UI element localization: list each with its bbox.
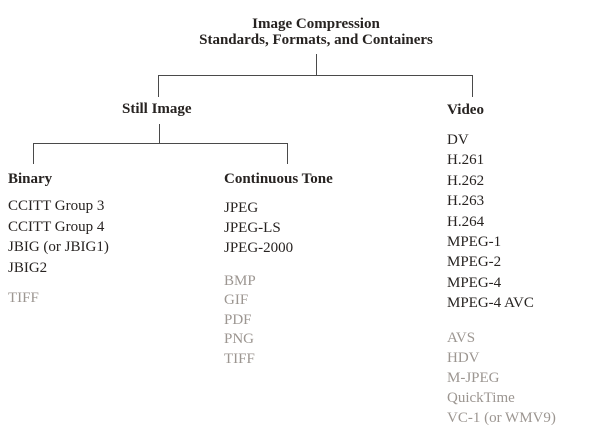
list-item: TIFF — [8, 290, 39, 306]
diagram-title-line2: Standards, Formats, and Containers — [199, 31, 433, 48]
connector-drop-binary — [33, 143, 34, 164]
list-item: CCITT Group 4 — [8, 218, 105, 235]
connector-still-image-stem — [159, 124, 160, 143]
list-item: H.264 — [447, 213, 485, 230]
list-item: DV — [447, 132, 469, 148]
list-item: JPEG-LS — [224, 220, 281, 236]
binary-standards-list: CCITT Group 3 CCITT Group 4 JBIG (or JBIG1… — [8, 196, 109, 278]
list-item: CCITT Group 3 — [8, 198, 105, 214]
list-item: TIFF — [224, 350, 255, 367]
connector-drop-still-image — [158, 75, 159, 97]
connector-drop-video — [472, 75, 473, 97]
list-item: H.262 — [447, 172, 485, 189]
list-item: JBIG (or JBIG1) — [8, 239, 109, 255]
list-item: MPEG-4 AVC — [447, 295, 534, 312]
diagram-title: Image Compression Standards, Formats, an… — [176, 16, 456, 48]
list-item: PDF — [224, 311, 252, 328]
list-item: M-JPEG — [447, 370, 500, 386]
video-header: Video — [447, 102, 484, 118]
list-item: BMP — [224, 273, 256, 289]
list-item: H.261 — [447, 152, 485, 169]
list-item: QuickTime — [447, 390, 515, 406]
connector-title-stem — [316, 54, 317, 75]
binary-header: Binary — [8, 171, 53, 187]
binary-formats-list: TIFF — [8, 288, 39, 308]
list-item: MPEG-1 — [447, 234, 502, 251]
list-item: H.263 — [447, 193, 485, 210]
list-item: JPEG-2000 — [224, 240, 294, 256]
list-item: HDV — [447, 350, 480, 366]
list-item: VC-1 (or WMV9) — [447, 410, 556, 426]
list-item: MPEG-4 — [447, 274, 502, 291]
diagram-title-line1: Image Compression — [252, 16, 380, 32]
still-image-header: Still Image — [122, 101, 192, 117]
list-item: GIF — [224, 292, 249, 309]
connector-top-horizontal — [158, 75, 473, 76]
list-item: JBIG2 — [8, 259, 48, 276]
continuous-tone-header: Continuous Tone — [224, 171, 333, 187]
continuous-tone-standards-list: JPEG JPEG-LS JPEG-2000 — [224, 198, 293, 258]
connector-mid-horizontal — [33, 143, 288, 144]
connector-drop-continuous-tone — [287, 143, 288, 164]
continuous-tone-formats-list: BMP GIF PDF PNG TIFF — [224, 272, 256, 369]
list-item: JPEG — [224, 200, 259, 216]
list-item: AVS — [447, 330, 476, 346]
list-item: PNG — [224, 331, 255, 348]
list-item: MPEG-2 — [447, 254, 502, 271]
